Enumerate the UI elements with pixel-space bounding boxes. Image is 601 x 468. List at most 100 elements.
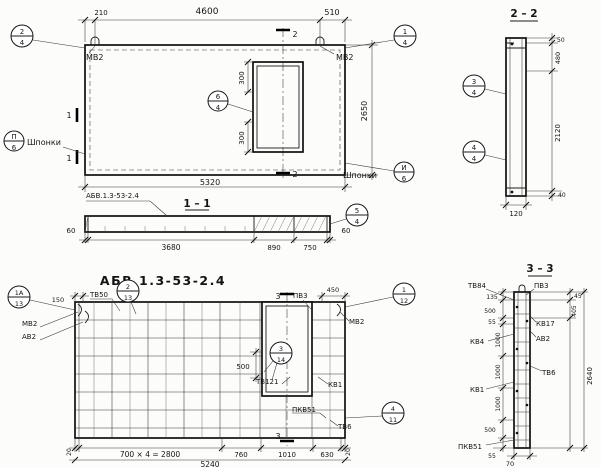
svg-text:1А: 1А — [15, 289, 24, 297]
mv2-mesh-leader-left — [39, 311, 79, 328]
keys-left: П 6 Шпонки — [3, 130, 86, 155]
ticks-150 — [71, 292, 87, 300]
rebar-dot — [510, 190, 514, 194]
plan-view: 210 4600 510 МВ2 МВ2 2 2 1 1 300 300 6 4 — [3, 7, 417, 192]
label-mv2-left: МВ2 — [86, 53, 103, 62]
dim-60-right: 60 — [342, 227, 351, 235]
label-tv6-33: ТВ6 — [541, 369, 556, 377]
rebar-dot — [515, 389, 519, 393]
cut-3-marks — [280, 292, 294, 443]
ext-70 — [513, 448, 531, 460]
dim-510: 510 — [324, 8, 339, 17]
svg-text:6: 6 — [12, 144, 17, 152]
mv2-leaders — [88, 45, 335, 55]
dim-55a: 55 — [488, 319, 496, 326]
marker-2-13: 2 13 — [116, 279, 140, 315]
dim-20-left: 20 — [66, 448, 73, 456]
label-av2-mesh: АВ2 — [22, 333, 36, 341]
svg-text:3: 3 — [279, 345, 283, 353]
svg-text:4: 4 — [472, 144, 477, 152]
svg-text:2: 2 — [20, 28, 24, 36]
section-2-2: 2 – 2 50 480 2120 40 120 3 4 4 — [462, 8, 566, 218]
dim-2800: 700 × 4 = 2800 — [120, 450, 181, 459]
section-1-1: АБВ.1.3-53-2.4 1 – 1 60 3680 890 750 60 … — [67, 192, 369, 252]
svg-text:4: 4 — [355, 218, 360, 226]
rebar-dot — [510, 42, 514, 46]
tv50-leader — [90, 298, 121, 312]
panel-outline — [84, 44, 346, 176]
mesh-bars-horizontal — [75, 319, 345, 429]
marker-2-4: 2 4 — [10, 24, 86, 49]
svg-text:2: 2 — [126, 283, 130, 291]
ticks-22 — [548, 34, 556, 200]
marker-3-4: 3 4 — [462, 74, 507, 98]
ticks-33-overall — [580, 288, 588, 452]
dim-45: 45 — [574, 293, 582, 300]
panel-inner-dashed — [89, 49, 341, 171]
dim-300-top: 300 — [238, 71, 246, 84]
dim-50: 50 — [557, 37, 565, 44]
dim-3680: 3680 — [161, 243, 180, 252]
ticks-33-left — [499, 288, 507, 452]
label-tv84: ТВ84 — [467, 282, 487, 290]
rebar-dot — [515, 347, 519, 351]
dim-135: 135 — [486, 294, 498, 301]
dim-405: 405 — [571, 305, 578, 317]
svg-text:1: 1 — [402, 286, 406, 294]
dim-2650: 2650 — [360, 101, 369, 121]
svg-text:4: 4 — [20, 39, 25, 47]
svg-text:И: И — [401, 164, 406, 172]
dim-1000b: 1000 — [495, 364, 502, 379]
dim-210: 210 — [94, 9, 107, 17]
dim-1010: 1010 — [278, 451, 296, 459]
dim-4600: 4600 — [196, 7, 219, 17]
rebar-dot — [515, 431, 519, 435]
hatch-lines — [84, 215, 327, 233]
rebar-dot — [525, 319, 529, 323]
svg-text:1: 1 — [403, 28, 407, 36]
kv4-leader — [487, 333, 515, 342]
ext-lines-top — [84, 20, 346, 45]
label-mv2-mesh-right: МВ2 — [349, 318, 364, 326]
svg-text:П: П — [11, 133, 16, 141]
svg-text:4: 4 — [391, 405, 395, 413]
svg-text:3: 3 — [472, 78, 476, 86]
dim-2640: 2640 — [586, 367, 594, 385]
dim-480: 480 — [554, 52, 562, 64]
dim-ticks-top — [81, 16, 349, 24]
marker-4-11: 4 11 — [344, 401, 405, 425]
cut-2-marks — [276, 28, 290, 175]
section-3-3-title: 3 – 3 — [526, 263, 553, 275]
label-pv3-33: ПВ3 — [534, 282, 549, 290]
dim-500a: 500 — [484, 308, 496, 315]
marker-4-4: 4 4 — [462, 140, 507, 164]
label-av2-33: АВ2 — [536, 335, 550, 343]
label-mv2-mesh-left: МВ2 — [22, 320, 37, 328]
svg-text:4: 4 — [472, 89, 477, 97]
keys-right: Шпонки И 6 — [343, 161, 415, 183]
svg-text:4: 4 — [472, 155, 477, 163]
section-3-3-ties — [514, 299, 530, 441]
ext-22 — [526, 37, 562, 197]
top-hook-icon — [518, 284, 526, 292]
svg-text:4: 4 — [403, 39, 408, 47]
dim-55b: 55 — [488, 453, 496, 460]
rebar-dot — [525, 403, 529, 407]
section-1-1-dividers — [87, 216, 328, 232]
ext-120 — [505, 196, 527, 210]
label-keys-left: Шпонки — [27, 138, 61, 147]
section-3-3: 3 – 3 ТВ84 ПВ3 135 500 55 1000 1000 1000… — [458, 263, 594, 468]
ticks-bottom — [71, 444, 349, 452]
cut-2-label-top: 2 — [292, 30, 297, 39]
cut-2-label-bottom: 2 — [292, 170, 297, 179]
section-2-2-title: 2 – 2 — [510, 8, 537, 20]
label-kv4: КВ4 — [470, 338, 485, 346]
label-kv1-mesh: КВ1 — [328, 381, 342, 389]
marker-1a-13: 1А 13 — [7, 285, 76, 311]
ext-5320 — [84, 175, 346, 192]
label-kv17: КВ17 — [536, 320, 555, 328]
ticks-70 — [510, 452, 534, 460]
dim-450: 450 — [327, 286, 339, 294]
